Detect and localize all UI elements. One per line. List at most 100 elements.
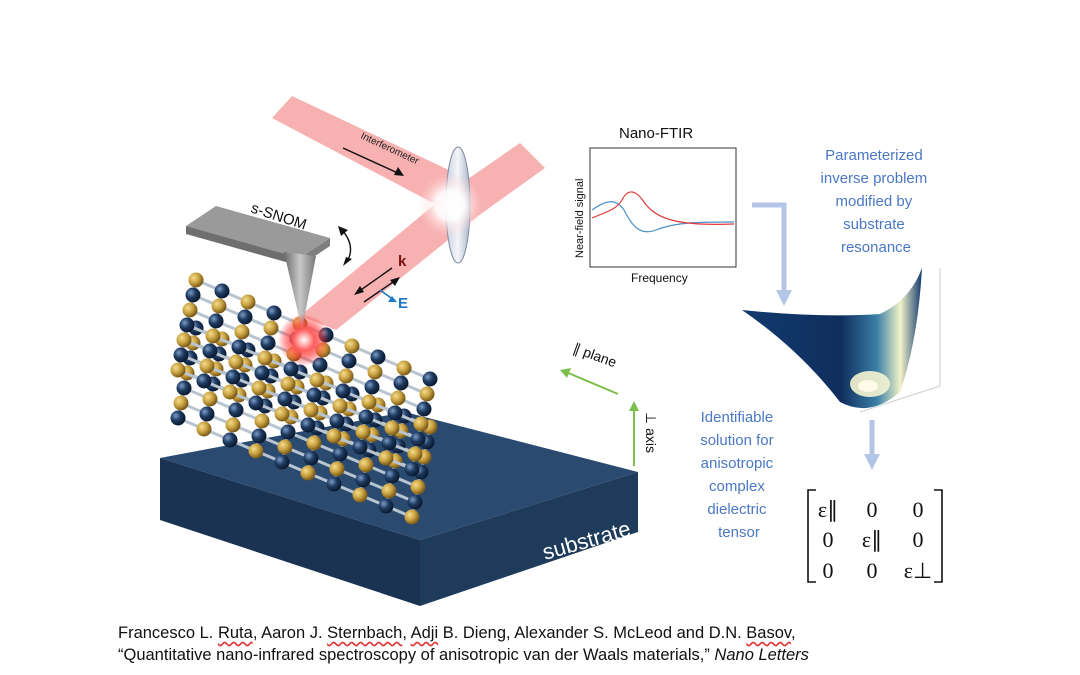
lattice-atom-gold xyxy=(329,461,345,477)
lattice-atom-navy xyxy=(283,361,299,377)
citation-journal: Nano Letters xyxy=(714,646,809,664)
lattice-atom-gold xyxy=(176,332,192,348)
dielectric-tensor-matrix: ε∥ 0 0 0 ε∥ 0 0 0 ε⊥ xyxy=(807,489,943,583)
lattice-atom-navy xyxy=(326,476,342,492)
plane-label: ∥ plane xyxy=(571,340,619,371)
lattice-atom-navy xyxy=(170,410,186,426)
lattice-atom-gold xyxy=(355,424,371,440)
nanoftir-plot-frame xyxy=(589,147,737,268)
lattice-atom-gold xyxy=(413,416,429,432)
ssnom-tip xyxy=(284,252,316,330)
lens-flash xyxy=(418,173,482,237)
lattice-atom-navy xyxy=(173,347,189,363)
lattice-atom-navy xyxy=(404,461,420,477)
lattice-atom-navy xyxy=(208,313,224,329)
solution-note: Identifiable solution for anisotropic co… xyxy=(700,409,778,541)
lattice-atom-navy xyxy=(387,405,403,421)
lattice-atom-gold xyxy=(182,302,198,318)
tensor-cell-0-1: 0 xyxy=(867,497,878,522)
lattice-atom-navy xyxy=(378,498,394,514)
lattice-atom-gold xyxy=(326,428,342,444)
lattice-atom-navy xyxy=(237,309,253,325)
citation-text: Francesco L. xyxy=(118,624,218,642)
lattice-atom-gold xyxy=(277,439,293,455)
lattice-atom-navy xyxy=(196,373,212,389)
citation-author-flag: Adji xyxy=(410,624,439,642)
lattice-atom-gold xyxy=(211,298,227,314)
lattice-atom-gold xyxy=(228,354,244,370)
lattice-atom-gold xyxy=(352,487,368,503)
lattice-atom-gold xyxy=(358,457,374,473)
lattice-atom-navy xyxy=(303,450,319,466)
lattice-atom-navy xyxy=(176,380,192,396)
lattice-atom-gold xyxy=(263,320,279,336)
e-arrow xyxy=(379,289,397,302)
citation-text: , xyxy=(402,624,411,642)
tensor-cell-1-0: 0 xyxy=(823,527,834,552)
lattice-atom-gold xyxy=(309,372,325,388)
lattice-atom-navy xyxy=(225,369,241,385)
citation-text: , Aaron J. xyxy=(252,624,328,642)
lattice-atom-gold xyxy=(199,358,215,374)
lattice-atom-navy xyxy=(254,365,270,381)
near-field-glow xyxy=(278,314,330,366)
lattice-atom-gold xyxy=(332,398,348,414)
lattice-atom-gold xyxy=(367,364,383,380)
citation-paper-title: “Quantitative nano-infrared spectroscopy… xyxy=(118,646,715,664)
lattice-atom-gold xyxy=(202,391,218,407)
lattice-atom-navy xyxy=(358,409,374,425)
lattice-atom-navy xyxy=(329,413,345,429)
lattice-atom-gold xyxy=(205,328,221,344)
nanoftir-title: Nano-FTIR xyxy=(619,125,693,142)
interferometer-arrow xyxy=(342,147,404,176)
flow-arrow-surface-to-tensor xyxy=(864,420,880,470)
lattice-atom-gold xyxy=(170,362,186,378)
lattice-atom-navy xyxy=(422,371,438,387)
lattice-atom-navy xyxy=(407,494,423,510)
lattice-atom-gold xyxy=(306,435,322,451)
lattice-atom-navy xyxy=(352,439,368,455)
lattice-atom-gold xyxy=(378,450,394,466)
lattice-atom-navy xyxy=(416,401,432,417)
lattice-atom-navy xyxy=(199,406,215,422)
tensor-cell-0-0: ε∥ xyxy=(818,497,838,522)
citation-text: B. Dieng, Alexander S. McLeod and D.N. xyxy=(438,624,747,642)
lattice-atom-navy xyxy=(231,339,247,355)
lattice-atom-gold xyxy=(407,446,423,462)
lattice-atom-gold xyxy=(274,406,290,422)
nanoftir-ylabel: Near-field signal xyxy=(574,179,586,258)
lattice-atom-gold xyxy=(248,443,264,459)
lattice-atom-navy xyxy=(332,446,348,462)
citation-author-flag: Ruta xyxy=(217,624,253,642)
tensor-cell-2-0: 0 xyxy=(823,558,834,583)
lattice-atom-gold xyxy=(280,376,296,392)
lattice-atom-gold xyxy=(396,360,412,376)
lattice-atom-navy xyxy=(341,353,357,369)
lattice-atom-gold xyxy=(196,421,212,437)
k-arrows xyxy=(354,267,400,303)
lattice-atom-navy xyxy=(300,417,316,433)
tensor-cell-1-2: 0 xyxy=(913,527,924,552)
axis-arrow xyxy=(629,401,639,466)
lattice-atom-gold xyxy=(344,338,360,354)
lattice-atom-gold xyxy=(300,465,316,481)
lattice-atom-navy xyxy=(248,395,264,411)
citation-title-line: “Quantitative nano-infrared spectroscopy… xyxy=(118,644,1018,666)
citation-text: , xyxy=(790,624,796,642)
citation: Francesco L. Ruta, Aaron J. Sternbach, A… xyxy=(118,622,1018,666)
lattice-atom-gold xyxy=(254,413,270,429)
lattice-atom-navy xyxy=(280,424,296,440)
lattice-atom-gold xyxy=(257,350,273,366)
lattice-atom-gold xyxy=(381,483,397,499)
citation-authors: Francesco L. Ruta, Aaron J. Sternbach, A… xyxy=(118,622,1018,644)
lattice-atom-gold xyxy=(419,386,435,402)
lattice-atom-gold xyxy=(338,368,354,384)
lattice-atom-navy xyxy=(228,402,244,418)
lattice-atom-gold xyxy=(303,402,319,418)
lattice-atom-gold xyxy=(410,479,426,495)
lattice-atom-navy xyxy=(214,283,230,299)
lattice-atom-navy xyxy=(306,387,322,403)
lattice-atom-navy xyxy=(384,468,400,484)
inverse-problem-note: Parameterized inverse problem modified b… xyxy=(821,147,932,256)
